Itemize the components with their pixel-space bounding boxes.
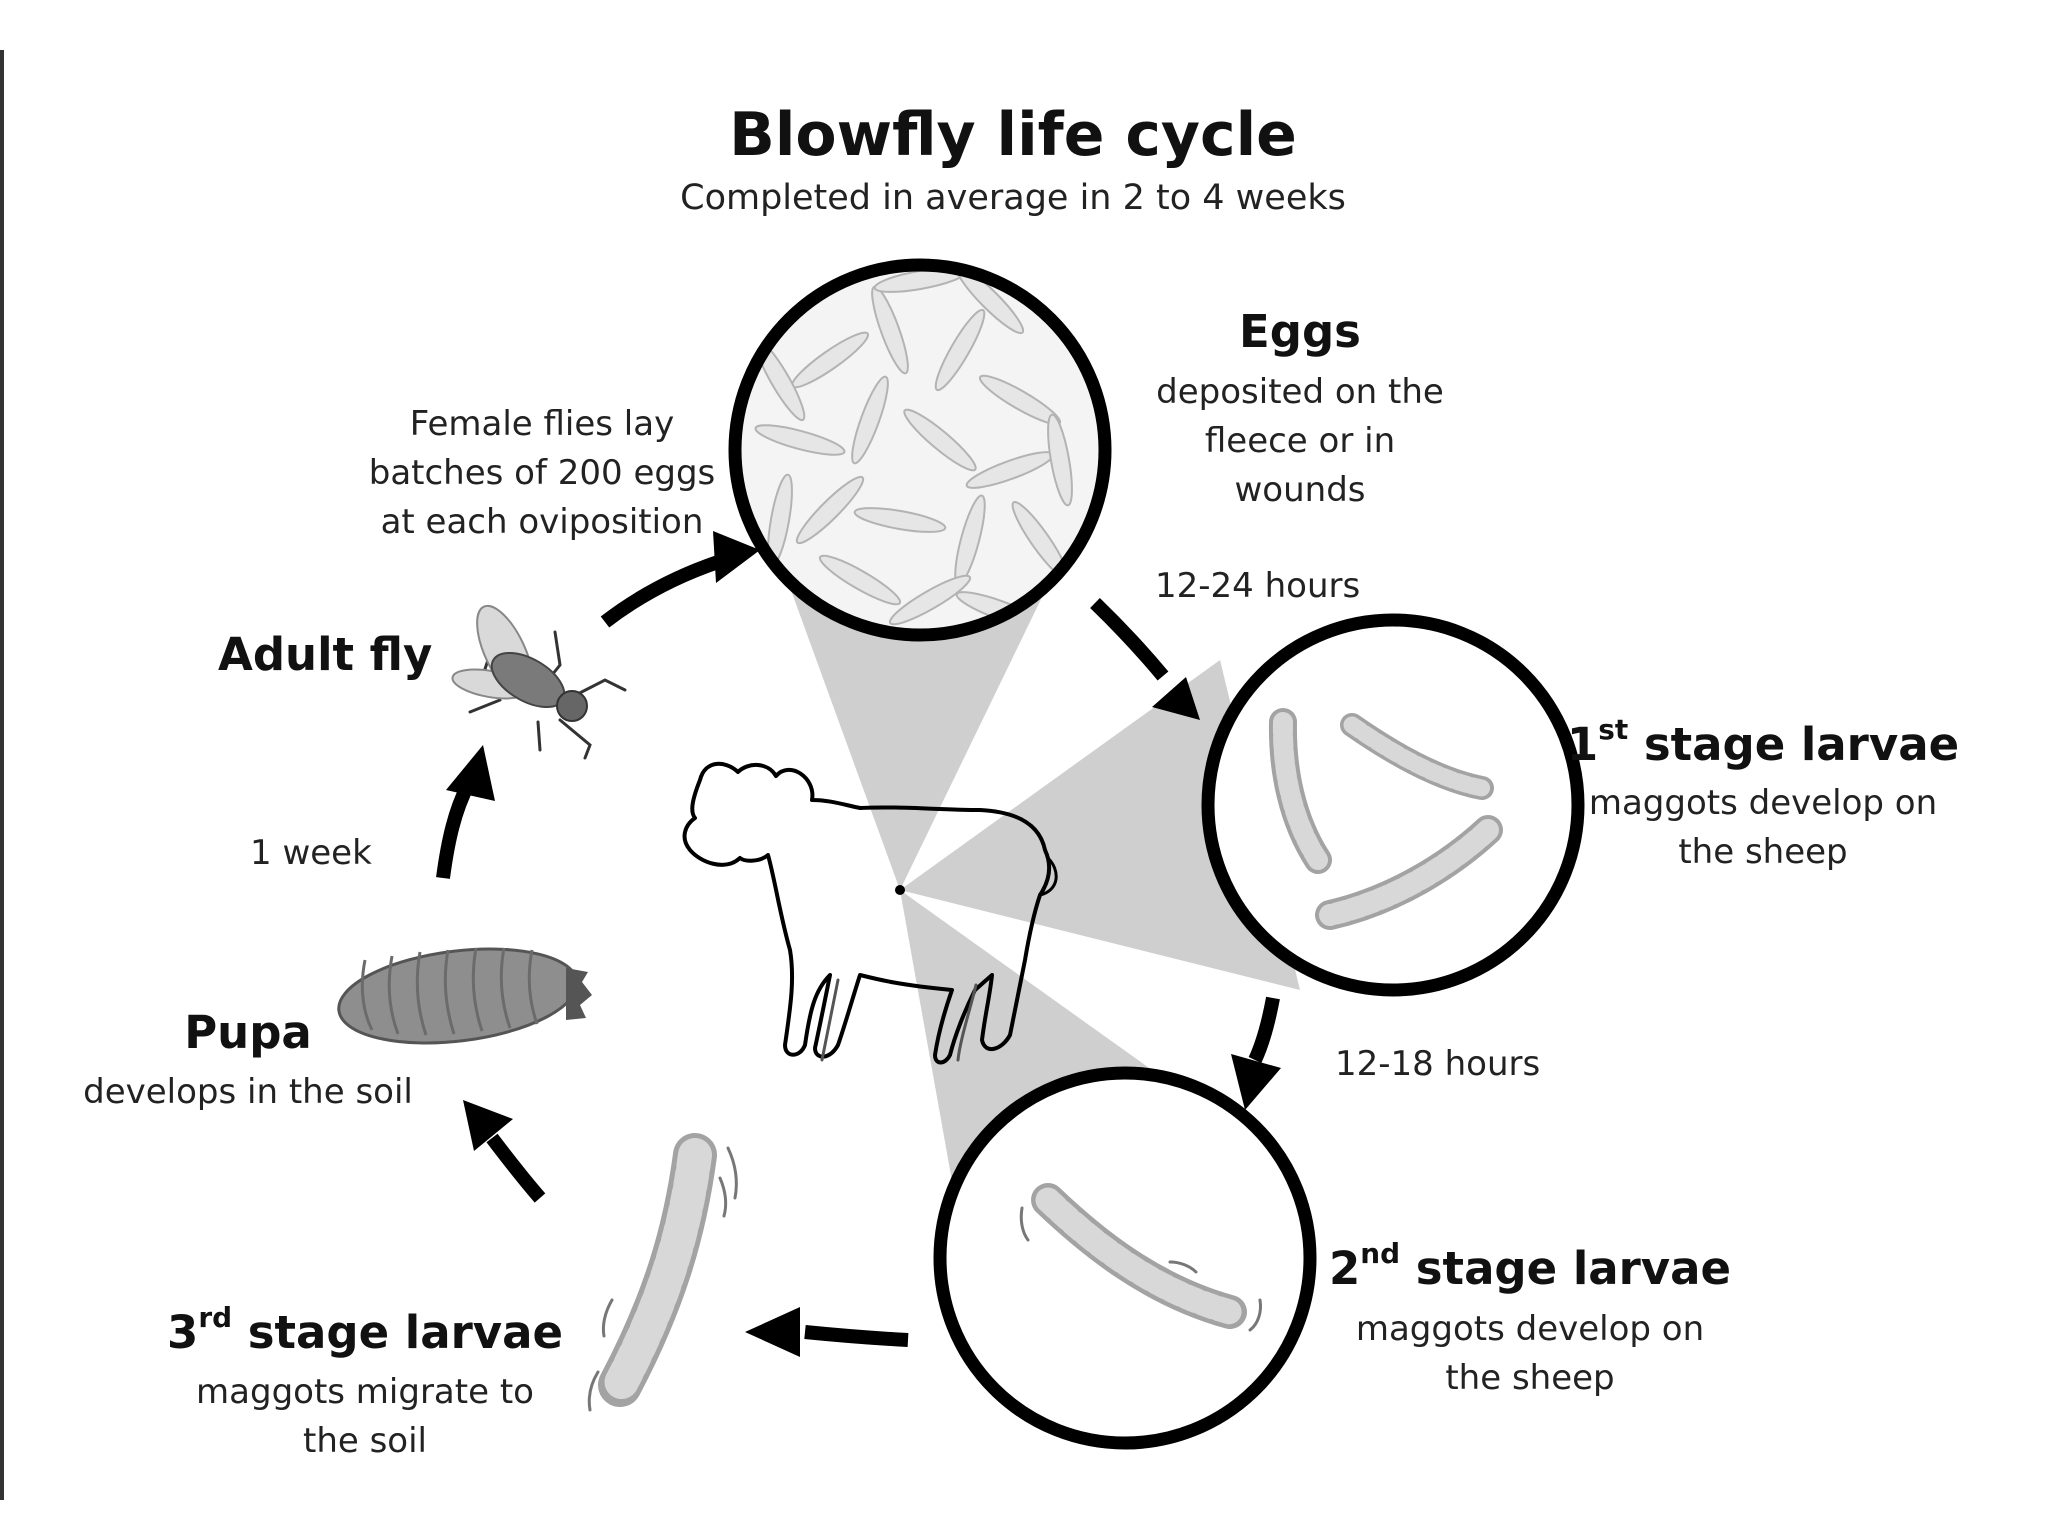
larvae3-heading-text: stage larvae	[232, 1306, 563, 1359]
pupa-icon	[337, 947, 592, 1045]
pupa-description: develops in the soil	[83, 1072, 413, 1112]
larvae1-magnification-cone	[900, 660, 1300, 990]
egg-cluster	[754, 265, 1073, 629]
larvae3-heading: 3rd stage larvae	[167, 1304, 563, 1359]
larvae1-ordinal: 1	[1566, 718, 1599, 771]
cycle-arrow-heads	[446, 531, 1281, 1357]
cone-origin-dot	[895, 885, 905, 895]
larvae2-ordinal: 2	[1328, 1242, 1361, 1295]
larvae3-ordinal-suffix: rd	[198, 1301, 233, 1335]
larvae3-ordinal: 3	[167, 1306, 199, 1359]
arrow-eggs-to-larvae1	[1090, 597, 1169, 681]
larvae1-maggot-icons	[1268, 708, 1503, 930]
pupa-heading: Pupa	[184, 1006, 312, 1059]
arrow-larvae2-to-larvae3	[804, 1325, 909, 1347]
diagram-subtitle: Completed in average in 2 to 4 weeks	[680, 178, 1346, 218]
larvae2-maggot-icon	[1019, 1183, 1262, 1332]
arrow-adult-to-eggs	[600, 555, 721, 628]
oviposition-note: Female flies lay batches of 200 eggs at …	[368, 404, 716, 542]
larvae2-heading-text: stage larvae	[1400, 1242, 1732, 1295]
arrow-larvae1-to-larvae2	[1248, 996, 1280, 1063]
sheep-icon	[682, 761, 1058, 1065]
larvae1-heading-text: stage larvae	[1628, 718, 1960, 771]
larvae2-heading: 2nd stage larvae	[1328, 1240, 1732, 1295]
larvae1-magnified-circle	[1201, 613, 1585, 997]
duration-larvae1-to-larvae2: 12-18 hours	[1335, 1044, 1541, 1084]
larvae2-ordinal-suffix: nd	[1360, 1237, 1401, 1271]
larvae2-description: maggots develop on the sheep	[1355, 1309, 1705, 1398]
duration-eggs-to-larvae1: 12-24 hours	[1155, 566, 1361, 606]
duration-pupa-to-adult: 1 week	[250, 833, 372, 873]
larvae3-description: maggots migrate to the soil	[196, 1372, 534, 1461]
larvae1-heading: 1st stage larvae	[1566, 716, 1960, 771]
diagram-title: Blowfly life cycle	[729, 100, 1297, 170]
larvae1-description: maggots develop on the sheep	[1588, 783, 1938, 872]
eggs-heading: Eggs	[1239, 305, 1361, 358]
arrow-pupa-to-adult	[436, 781, 475, 879]
adult-fly-icon	[451, 604, 627, 760]
adult-fly-heading: Adult fly	[218, 628, 433, 681]
larvae3-maggot-icon	[587, 1133, 738, 1412]
eggs-description: deposited on the fleece or in wounds	[1156, 372, 1444, 510]
larvae1-ordinal-suffix: st	[1598, 713, 1629, 747]
eggs-magnification-cone	[780, 560, 1060, 890]
eggs-magnified-circle	[728, 258, 1112, 642]
larvae2-magnified-circle	[933, 1066, 1317, 1450]
arrow-larvae3-to-pupa	[486, 1133, 546, 1203]
